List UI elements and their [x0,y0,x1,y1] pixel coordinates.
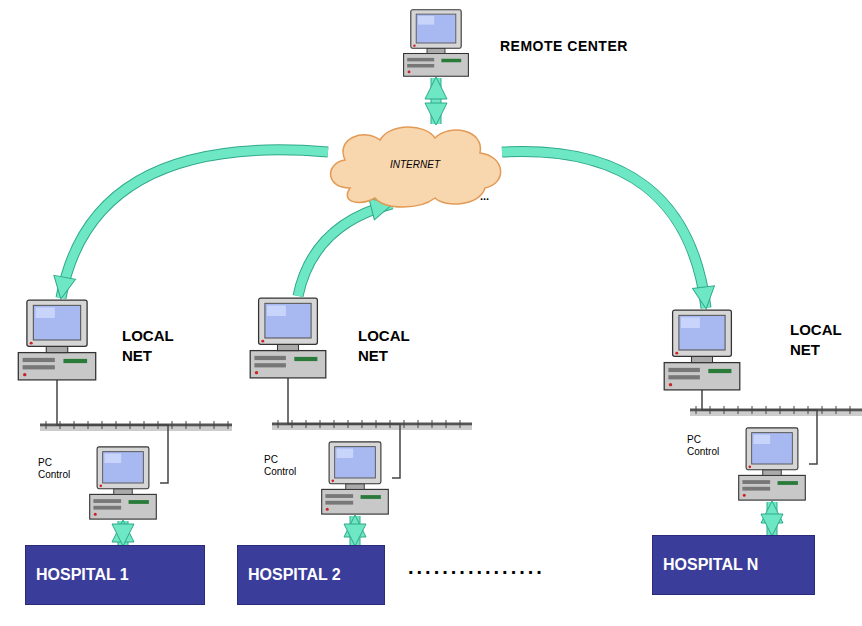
data-arrow [355,516,356,545]
computer-icon [735,426,809,502]
data-arrow [123,521,124,545]
hospital-name: HOSPITAL 2 [248,566,341,584]
local-net-computer: LOCAL NET [660,308,744,392]
node-label: LOCAL NET [358,326,420,366]
computer-icon [318,440,392,516]
dotted-continuation: ................ [408,556,545,579]
computer-icon [86,445,160,521]
computer-icon [400,8,472,78]
node-label: PC Control [38,457,82,481]
data-arrow [502,151,706,308]
network-wire [288,378,400,478]
hospital-box: HOSPITAL 1 [25,545,205,605]
data-arrow [772,502,773,535]
node-label: LOCAL NET [122,326,184,366]
hospital-box: HOSPITAL 2 [237,545,385,605]
data-arrow [436,78,437,124]
local-net-computer: LOCAL NET [14,298,100,382]
pc-control-computer: PC Control [318,440,392,516]
node-label: PC Control [687,434,731,458]
pc-control-computer: PC Control [86,445,160,521]
bus-lines [40,410,862,425]
data-arrow [298,204,392,296]
remote-computer: REMOTE CENTER [400,8,472,78]
hospital-name: HOSPITAL N [663,556,758,574]
data-arrow [61,150,328,298]
ellipsis-mark: ... [480,190,489,202]
computer-icon [660,308,744,392]
pc-control-computer: PC Control [735,426,809,502]
node-label: REMOTE CENTER [500,38,628,54]
computer-icon [246,296,330,380]
hospital-name: HOSPITAL 1 [36,566,129,584]
cloud-label: INTERNET [390,159,440,170]
computer-icon [14,298,100,382]
node-label: LOCAL NET [790,320,852,360]
local-net-computer: LOCAL NET [246,296,330,380]
node-label: PC Control [264,454,308,478]
network-wire [57,380,168,483]
bus-shadow [40,414,862,429]
hospital-box: HOSPITAL N [652,535,815,595]
